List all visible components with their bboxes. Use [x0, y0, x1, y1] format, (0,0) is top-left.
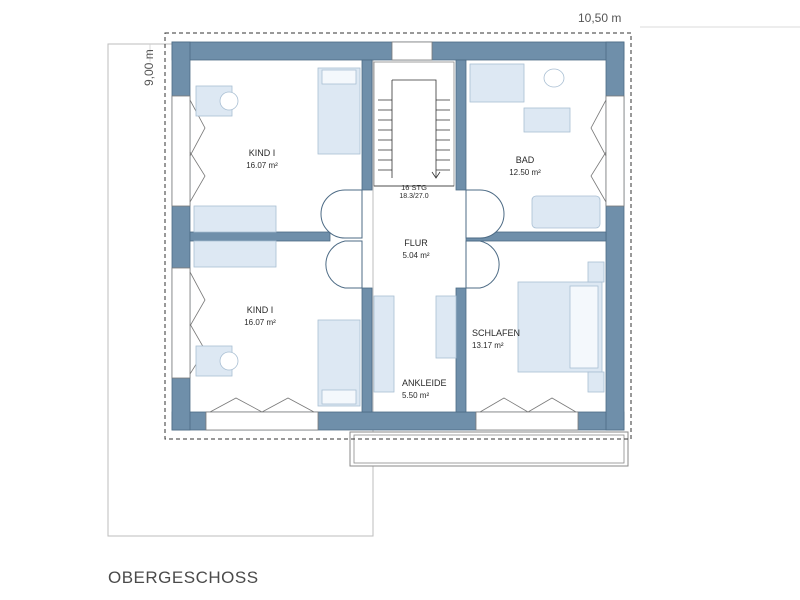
- flur-arch-right-upper: [465, 189, 505, 239]
- room-area-ankleide: 5.50 m²: [402, 391, 429, 400]
- dimension-width-label: 10,50 m: [578, 11, 621, 25]
- chair-kind-lower: [219, 351, 239, 371]
- furniture: [193, 63, 605, 407]
- room-area-bad: 12.50 m²: [509, 168, 541, 177]
- toilet: [543, 68, 565, 88]
- stair-treads-left: [378, 99, 392, 171]
- windows: [171, 41, 625, 431]
- pillow-kind-upper: [321, 69, 357, 85]
- wardrobe-kind-lower: [193, 240, 277, 268]
- pillow-kind-lower: [321, 389, 357, 405]
- wall-ankleide-right: [455, 287, 467, 413]
- balcony-inner: [353, 434, 625, 464]
- room-area-kind-upper: 16.07 m²: [246, 161, 278, 170]
- stair-ratio-label: 18.3/27.0: [399, 193, 428, 200]
- wardrobe-kind-upper: [193, 205, 277, 233]
- room-name-schlafen: SCHLAFEN: [472, 328, 520, 338]
- wall-stair-left: [361, 59, 373, 191]
- dimension-depth-label: 9,00 m: [142, 49, 156, 86]
- stair-arrow: [431, 171, 441, 179]
- stair-treads-right: [436, 99, 450, 171]
- window-schlafen-south: [475, 411, 579, 431]
- room-area-schlafen: 13.17 m²: [472, 341, 504, 350]
- window-kind-lower: [171, 267, 191, 379]
- flur-arch-left-lower: [325, 240, 363, 289]
- wardrobe-ankleide: [373, 295, 395, 393]
- window-sashes: [189, 99, 607, 413]
- sash-kind-upper: [189, 99, 206, 203]
- floor-title: OBERGESCHOSS: [108, 568, 259, 587]
- bathtub: [531, 195, 601, 229]
- pillows-schlafen: [569, 285, 599, 369]
- room-area-kind-lower: 16.07 m²: [244, 318, 276, 327]
- sash-bad: [590, 99, 607, 203]
- sink: [523, 107, 571, 133]
- room-name-ankleide: ANKLEIDE: [402, 378, 447, 388]
- window-bad: [605, 95, 625, 207]
- wall-ankleide-left: [361, 287, 373, 413]
- nightstand-top: [587, 261, 605, 283]
- stair-frame: [373, 61, 455, 187]
- window-kind-upper: [171, 95, 191, 207]
- chair-kind-upper: [219, 91, 239, 111]
- wardrobe-schlafen: [435, 295, 457, 359]
- shower: [469, 63, 525, 103]
- window-kind-lower-south: [205, 411, 319, 431]
- balcony: [349, 431, 629, 467]
- wall-stair-right: [455, 59, 467, 191]
- sash-kind-south: [209, 397, 315, 413]
- nightstand-bottom: [587, 371, 605, 393]
- sash-schlafen-south: [479, 397, 577, 413]
- stair-walkline: [391, 79, 437, 178]
- room-area-flur: 5.04 m²: [402, 251, 429, 260]
- room-name-kind-lower: KIND I: [247, 305, 274, 315]
- room-name-kind-upper: KIND I: [249, 148, 276, 158]
- window-stair: [391, 41, 433, 61]
- staircase: [373, 61, 455, 187]
- stair-steps-label: 16 STG: [401, 183, 427, 192]
- room-name-bad: BAD: [516, 155, 535, 165]
- plot-boundary: [164, 32, 632, 440]
- wall-kind-divider: [189, 231, 331, 242]
- flur-arch-left-upper: [320, 189, 363, 239]
- room-name-flur: FLUR: [404, 238, 428, 248]
- flur-arch-right-lower: [465, 240, 500, 289]
